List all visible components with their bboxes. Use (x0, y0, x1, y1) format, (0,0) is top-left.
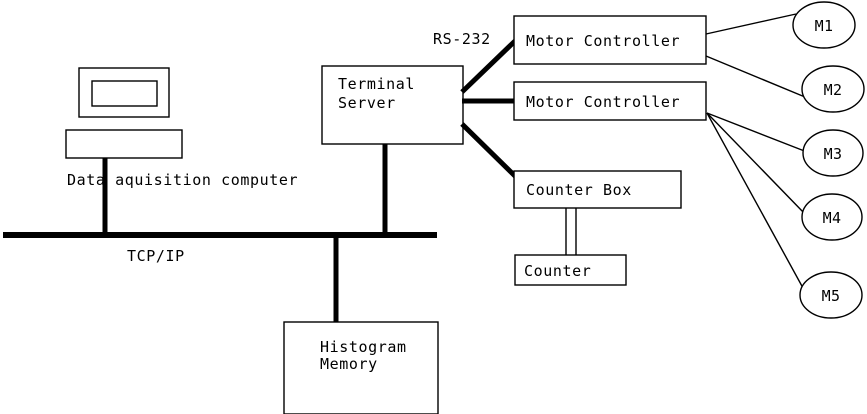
histogram-memory-node: Histogram Memory (283, 321, 439, 414)
monitor-screen-icon (91, 80, 158, 107)
counter-box-rect (514, 254, 627, 286)
motor-m4-node: M4 (801, 193, 863, 241)
computer-base-icon (65, 129, 183, 159)
motor-controller-2-to-m3-link (706, 112, 808, 153)
motor-m5-node: M5 (799, 271, 863, 319)
histogram-memory-label-line1: Histogram (320, 338, 407, 356)
motor-m5-label: M5 (822, 287, 841, 305)
motor-controller-1-label: Motor Controller (526, 32, 680, 50)
rs232-label: RS-232 (433, 30, 491, 48)
counter-node: Counter (514, 254, 627, 286)
terminal-server-box (321, 65, 464, 145)
terminal-server-to-counter-box-link (460, 122, 519, 180)
motor-m5-ellipse (799, 271, 863, 319)
motor-controller-2-to-m5-link (706, 112, 804, 289)
motor-controller-1-node: Motor Controller (513, 15, 707, 65)
motor-m1-ellipse (792, 1, 856, 49)
motor-controller-2-to-m4-link (706, 112, 806, 215)
terminal-server-node: Terminal Server (321, 65, 464, 145)
motor-controller-1-to-m2-link (705, 55, 806, 98)
motor-controller-1-box (513, 15, 707, 65)
data-acquisition-computer-node: Data aquisition computer (65, 67, 298, 189)
motor-m1-label: M1 (815, 17, 834, 35)
motor-controller-1-to-m1-link (705, 13, 797, 35)
terminal-server-to-motor-controller-1-link (460, 39, 517, 94)
motor-m3-node: M3 (802, 129, 864, 177)
motor-m2-ellipse (801, 65, 865, 113)
histogram-memory-label-line2: Memory (320, 355, 378, 373)
motor-m3-label: M3 (824, 145, 843, 163)
motor-controller-2-node: Motor Controller (513, 81, 707, 121)
motor-m1-node: M1 (792, 1, 856, 49)
motor-m4-label: M4 (823, 209, 842, 227)
histogram-memory-box (283, 321, 439, 414)
motor-m2-node: M2 (801, 65, 865, 113)
counter-box-box (513, 170, 682, 209)
counter-box-node: Counter Box (513, 170, 682, 209)
motor-m3-ellipse (802, 129, 864, 177)
counter-box-label: Counter Box (526, 181, 632, 199)
counter-label: Counter (524, 262, 591, 280)
tcpip-label: TCP/IP (127, 247, 185, 265)
motor-controller-2-label: Motor Controller (526, 93, 680, 111)
motor-m2-label: M2 (824, 81, 843, 99)
motor-controller-2-box (513, 81, 707, 121)
terminal-server-label-line2: Server (338, 94, 396, 112)
motor-m4-ellipse (801, 193, 863, 241)
terminal-server-label-line1: Terminal (338, 75, 415, 93)
data-acquisition-computer-label: Data aquisition computer (67, 171, 298, 189)
